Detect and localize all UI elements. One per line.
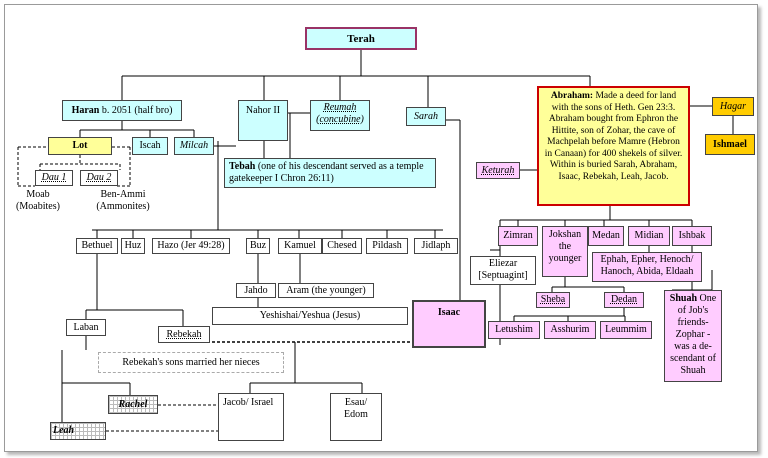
jahdo-node: Jahdo bbox=[236, 283, 276, 298]
reumah-node: Reumah (concubine) bbox=[310, 100, 370, 131]
tebah-node: Tebah (one of his descendant served as a… bbox=[224, 158, 436, 188]
esau-node: Esau/ Edom bbox=[330, 393, 382, 441]
jokshan-node: Jokshan the younger bbox=[542, 226, 588, 277]
daughter-1-node: Dau 1 bbox=[35, 170, 73, 186]
tebah-name: Tebah bbox=[229, 161, 256, 172]
leah-node: Leah bbox=[50, 422, 106, 440]
pildash-node: Pildash bbox=[366, 238, 408, 254]
shuah-node: Shuah One of Job's friends- Zophar - was… bbox=[664, 290, 722, 382]
abraham-node: Abraham: Made a deed for land with the s… bbox=[537, 86, 690, 206]
hazo-node: Hazo (Jer 49:28) bbox=[152, 238, 230, 254]
dedan-node: Dedan bbox=[604, 292, 644, 308]
rebekah-node: Rebekah bbox=[158, 326, 210, 343]
medan-node: Medan bbox=[588, 226, 624, 246]
haran-node: Haran b. 2051 (half bro) bbox=[62, 100, 182, 121]
chesed-node: Chesed bbox=[322, 238, 362, 254]
asshurim-node: Asshurim bbox=[544, 321, 596, 339]
sarah-node: Sarah bbox=[406, 107, 446, 126]
letushim-node: Letushim bbox=[488, 321, 540, 339]
huz-node: Huz bbox=[121, 238, 145, 254]
nieces-note: Rebekah's sons married her nieces bbox=[98, 352, 284, 373]
midian-sons-node: Ephah, Epher, Henoch/ Hanoch, Abida, Eld… bbox=[592, 252, 702, 282]
buz-node: Buz bbox=[246, 238, 270, 254]
eliezar-node: Eliezar [Septuagint] bbox=[470, 256, 536, 285]
tebah-note: (one of his descendant served as a templ… bbox=[229, 161, 424, 184]
shuah-note: One of Job's friends- Zophar - was a de-… bbox=[670, 293, 717, 376]
terah-node: Terah bbox=[305, 27, 417, 50]
isaac-node: Isaac bbox=[412, 300, 486, 348]
ishmael-node: Ishmael bbox=[705, 134, 755, 155]
laban-node: Laban bbox=[66, 319, 106, 336]
leummim-node: Leummim bbox=[600, 321, 652, 339]
abraham-name: Abraham: bbox=[550, 91, 594, 101]
sheba-node: Sheba bbox=[536, 292, 570, 308]
jidlaph-node: Jidlaph bbox=[414, 238, 458, 254]
shuah-name: Shuah bbox=[669, 293, 698, 304]
zimran-node: Zimran bbox=[498, 226, 538, 246]
yeshishai-node: Yeshishai/Yeshua (Jesus) bbox=[212, 307, 408, 325]
rachel-node: Rachel bbox=[108, 395, 158, 414]
aram-node: Aram (the younger) bbox=[278, 283, 374, 298]
abraham-note: Made a deed for land with the sons of He… bbox=[544, 91, 683, 182]
haran-name: Haran bbox=[71, 105, 100, 116]
bethuel-node: Bethuel bbox=[76, 238, 118, 254]
nahor-node: Nahor II bbox=[238, 100, 288, 141]
moab-label: Moab (Moabites) bbox=[16, 189, 60, 212]
ishbak-node: Ishbak bbox=[672, 226, 712, 246]
keturah-node: Keturah bbox=[476, 162, 520, 179]
ben-ammi-label: Ben-Ammi (Ammonites) bbox=[96, 189, 150, 212]
daughter-2-node: Dau 2 bbox=[80, 170, 118, 186]
midian-node: Midian bbox=[628, 226, 670, 246]
kamuel-node: Kamuel bbox=[278, 238, 322, 254]
iscah-node: Iscah bbox=[132, 137, 168, 155]
jacob-node: Jacob/ Israel bbox=[218, 393, 284, 441]
haran-note: b. 2051 (half bro) bbox=[99, 105, 173, 116]
milcah-node: Milcah bbox=[174, 137, 214, 155]
hagar-node: Hagar bbox=[712, 97, 754, 116]
lot-node: Lot bbox=[48, 137, 112, 155]
